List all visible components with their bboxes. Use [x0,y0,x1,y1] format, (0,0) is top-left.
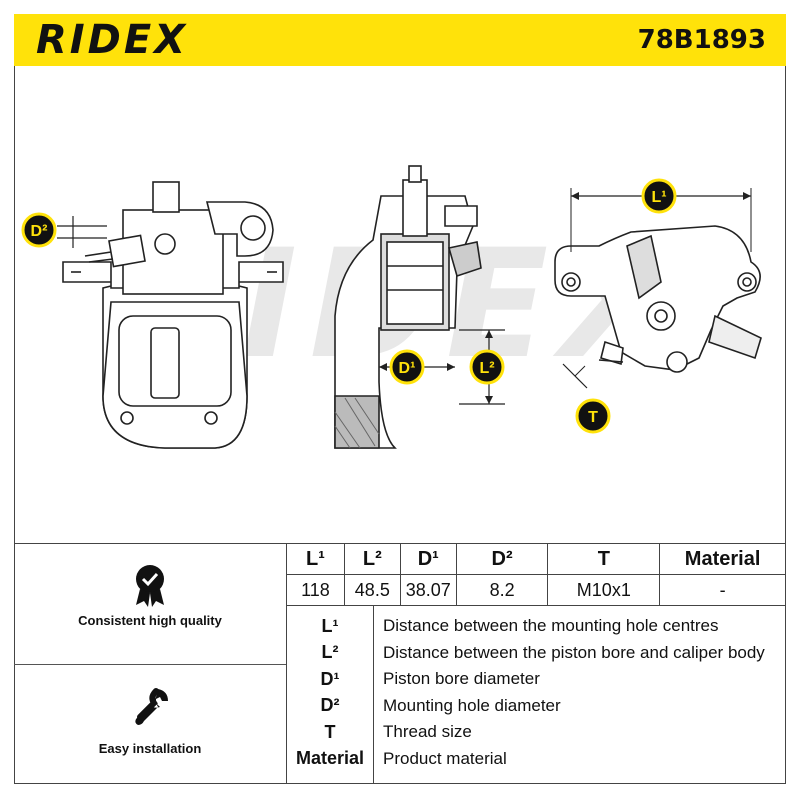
label-l2: L² [469,349,505,385]
legend-row: L¹ Distance between the mounting hole ce… [287,613,786,640]
header-bar: RIDEX 78B1893 [14,14,786,66]
legend-key: T [324,721,336,742]
specs-header-row: L¹ L² D¹ D² T Material [286,543,786,575]
svg-text:L²: L² [479,360,494,377]
quality-badge-icon [136,565,164,607]
specs-header-cell: D¹ [399,543,457,575]
specs-header-cell: Material [659,543,786,575]
technical-drawing: RIDEX [14,66,786,544]
svg-text:D¹: D¹ [399,360,416,377]
feature-quality-label: Consistent high quality [78,613,222,628]
caliper-side-view [554,225,762,373]
feature-quality: Consistent high quality [14,563,286,628]
label-d1: D¹ [389,349,425,385]
legend-key: Material [295,748,365,769]
legend-desc: Piston bore diameter [383,669,540,689]
legend-row: Material Product material [287,746,786,773]
label-d2: D² [21,212,57,248]
specs-header-cell: L² [343,543,401,575]
label-l1: L¹ [641,178,677,214]
legend-desc: Mounting hole diameter [383,695,561,715]
specs-value-cell: 48.5 [343,574,401,606]
specs-table: L¹ L² D¹ D² T Material 118 48.5 38.07 8.… [286,543,786,606]
caliper-front-view [62,181,284,449]
legend-key: L² [321,642,339,663]
feature-divider [14,664,286,665]
specs-value-cell: M10x1 [547,574,661,606]
legend-desc: Thread size [383,722,472,742]
specs-value-cell: - [659,574,786,606]
legend-desc: Product material [383,748,507,768]
legend-desc: Distance between the mounting hole centr… [383,616,719,636]
svg-text:D²: D² [31,223,48,240]
brand-logo: RIDEX [36,17,189,63]
legend-key: D² [320,695,340,716]
legend-row: D¹ Piston bore diameter [287,666,786,693]
specs-value-cell: 38.07 [399,574,457,606]
specs-value-cell: 118 [286,574,345,606]
caliper-section-view [334,165,482,449]
legend-row: D² Mounting hole diameter [287,693,786,720]
legend-desc: Distance between the piston bore and cal… [383,642,765,662]
wrench-icon [135,688,168,725]
svg-text:L¹: L¹ [651,189,666,206]
legend-row: T Thread size [287,719,786,746]
specs-header-cell: D² [455,543,549,575]
feature-installation-label: Easy installation [98,741,202,756]
specs-section: Consistent high quality Easy installatio… [14,543,786,784]
legend-key: D¹ [320,668,340,689]
specs-value-row: 118 48.5 38.07 8.2 M10x1 - [286,574,786,606]
caliper-drawing-svg: RIDEX [21,165,762,449]
specs-header-cell: L¹ [286,543,345,575]
legend-list: L¹ Distance between the mounting hole ce… [286,605,786,784]
label-t: T [575,398,611,434]
svg-text:T: T [588,409,598,426]
feature-installation: Easy installation [14,687,286,756]
part-number: 78B1893 [637,25,766,55]
legend-divider [373,605,374,784]
legend-key: L¹ [321,615,339,636]
legend-row: L² Distance between the piston bore and … [287,640,786,667]
specs-header-cell: T [547,543,661,575]
specs-value-cell: 8.2 [455,574,549,606]
